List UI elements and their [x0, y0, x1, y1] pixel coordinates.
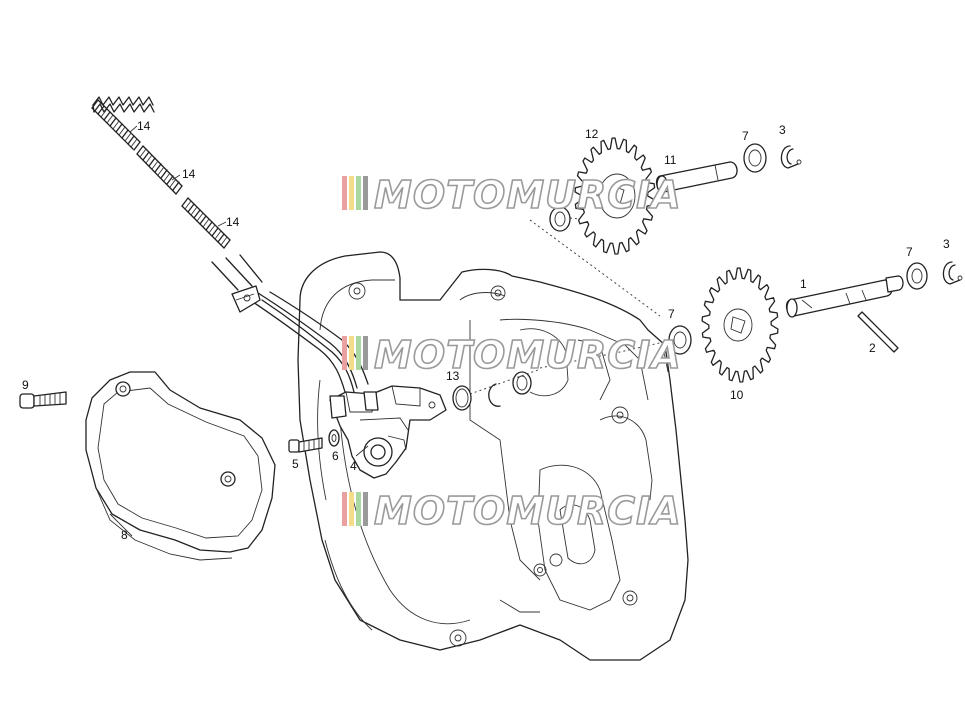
- callout-labels: 1 2 3 3 4 5 6 7 7 7 8 9 10 11 12 13 14 1…: [22, 119, 950, 542]
- spring-1-body: [91, 99, 141, 151]
- callout-7-upper: 7: [742, 129, 749, 143]
- callout-9: 9: [22, 378, 29, 392]
- watermark-stripe: [349, 336, 354, 370]
- washer-upper-left: [549, 206, 571, 232]
- oil-pump: [329, 385, 447, 479]
- o-ring-13: [452, 385, 472, 411]
- pipe-clip: [231, 285, 261, 313]
- shaft-1: [785, 275, 904, 318]
- callout-4: 4: [350, 459, 357, 473]
- oil-delivery-pipes: [211, 254, 369, 393]
- watermark-stripe: [363, 336, 368, 370]
- washer-7-mid: [668, 325, 692, 355]
- watermark-stripe: [356, 492, 361, 526]
- callout-14-bottom: 14: [226, 215, 240, 229]
- watermark-text: MOTOMURCIA: [374, 489, 682, 533]
- watermark-text: MOTOMURCIA: [374, 173, 682, 217]
- watermark-text: MOTOMURCIA: [374, 333, 682, 377]
- callout-6: 6: [332, 449, 339, 463]
- callout-1: 1: [800, 277, 807, 291]
- watermark-bottom: MOTOMURCIA: [342, 488, 682, 534]
- watermark-stripe: [363, 176, 368, 210]
- watermark-stripe: [349, 492, 354, 526]
- callout-14-middle: 14: [182, 167, 196, 181]
- leader-lines: [129, 125, 369, 457]
- washer-7-right: [906, 262, 928, 290]
- callout-11: 11: [664, 153, 677, 167]
- callout-3-right: 3: [943, 237, 950, 251]
- callout-7-right: 7: [906, 245, 913, 259]
- washer-7-upper: [743, 143, 767, 173]
- callout-3-upper: 3: [779, 123, 786, 137]
- washer-6: [328, 429, 340, 447]
- callout-10: 10: [730, 388, 744, 402]
- screw-5: [288, 437, 323, 453]
- watermark-stripe: [342, 176, 347, 210]
- watermark-stripe: [356, 336, 361, 370]
- pin-2: [857, 311, 899, 353]
- callout-7-mid: 7: [668, 307, 675, 321]
- callout-13: 13: [446, 369, 460, 383]
- callout-14-top: 14: [137, 119, 151, 133]
- watermark-stripe: [363, 492, 368, 526]
- circlip-small: [488, 383, 501, 407]
- pin-11: [655, 161, 738, 193]
- watermark-stripe: [349, 176, 354, 210]
- watermark-top: MOTOMURCIA: [342, 172, 682, 218]
- screw-9: [19, 391, 67, 409]
- callout-5: 5: [292, 457, 299, 471]
- callout-2: 2: [869, 341, 876, 355]
- circlip-3-upper: [780, 145, 802, 169]
- watermark-stripe: [342, 492, 347, 526]
- spring-3: [181, 197, 231, 249]
- circlip-3-right: [942, 261, 963, 285]
- gear-10: [701, 267, 779, 383]
- callout-12: 12: [585, 127, 599, 141]
- watermark-middle: MOTOMURCIA: [342, 332, 682, 378]
- watermark-stripe: [342, 336, 347, 370]
- gear-12: [574, 137, 656, 255]
- pump-cover: [85, 371, 276, 561]
- watermark-stripe: [356, 176, 361, 210]
- spring-2: [136, 145, 183, 195]
- callout-8: 8: [121, 528, 128, 542]
